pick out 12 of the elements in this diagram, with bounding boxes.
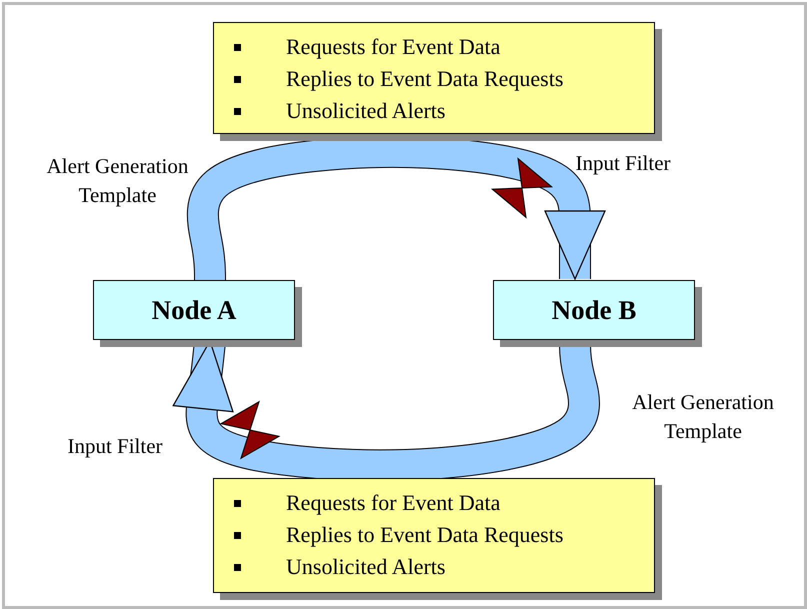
annotation-label: Input Filter [66, 433, 164, 460]
node-label: Node B [552, 294, 636, 326]
annotation-label: Alert Generation Template [46, 153, 190, 210]
list-item: Requests for Event Data [286, 490, 500, 516]
annotation-label: Input Filter [574, 150, 672, 177]
node-label: Node A [152, 294, 236, 326]
list-item: Replies to Event Data Requests [286, 66, 564, 92]
list-item: Requests for Event Data [286, 34, 500, 60]
list-item: Unsolicited Alerts [286, 554, 446, 580]
list-item: Replies to Event Data Requests [286, 522, 564, 548]
annotation-label: Alert Generation Template [631, 389, 775, 446]
list-item: Unsolicited Alerts [286, 98, 446, 124]
